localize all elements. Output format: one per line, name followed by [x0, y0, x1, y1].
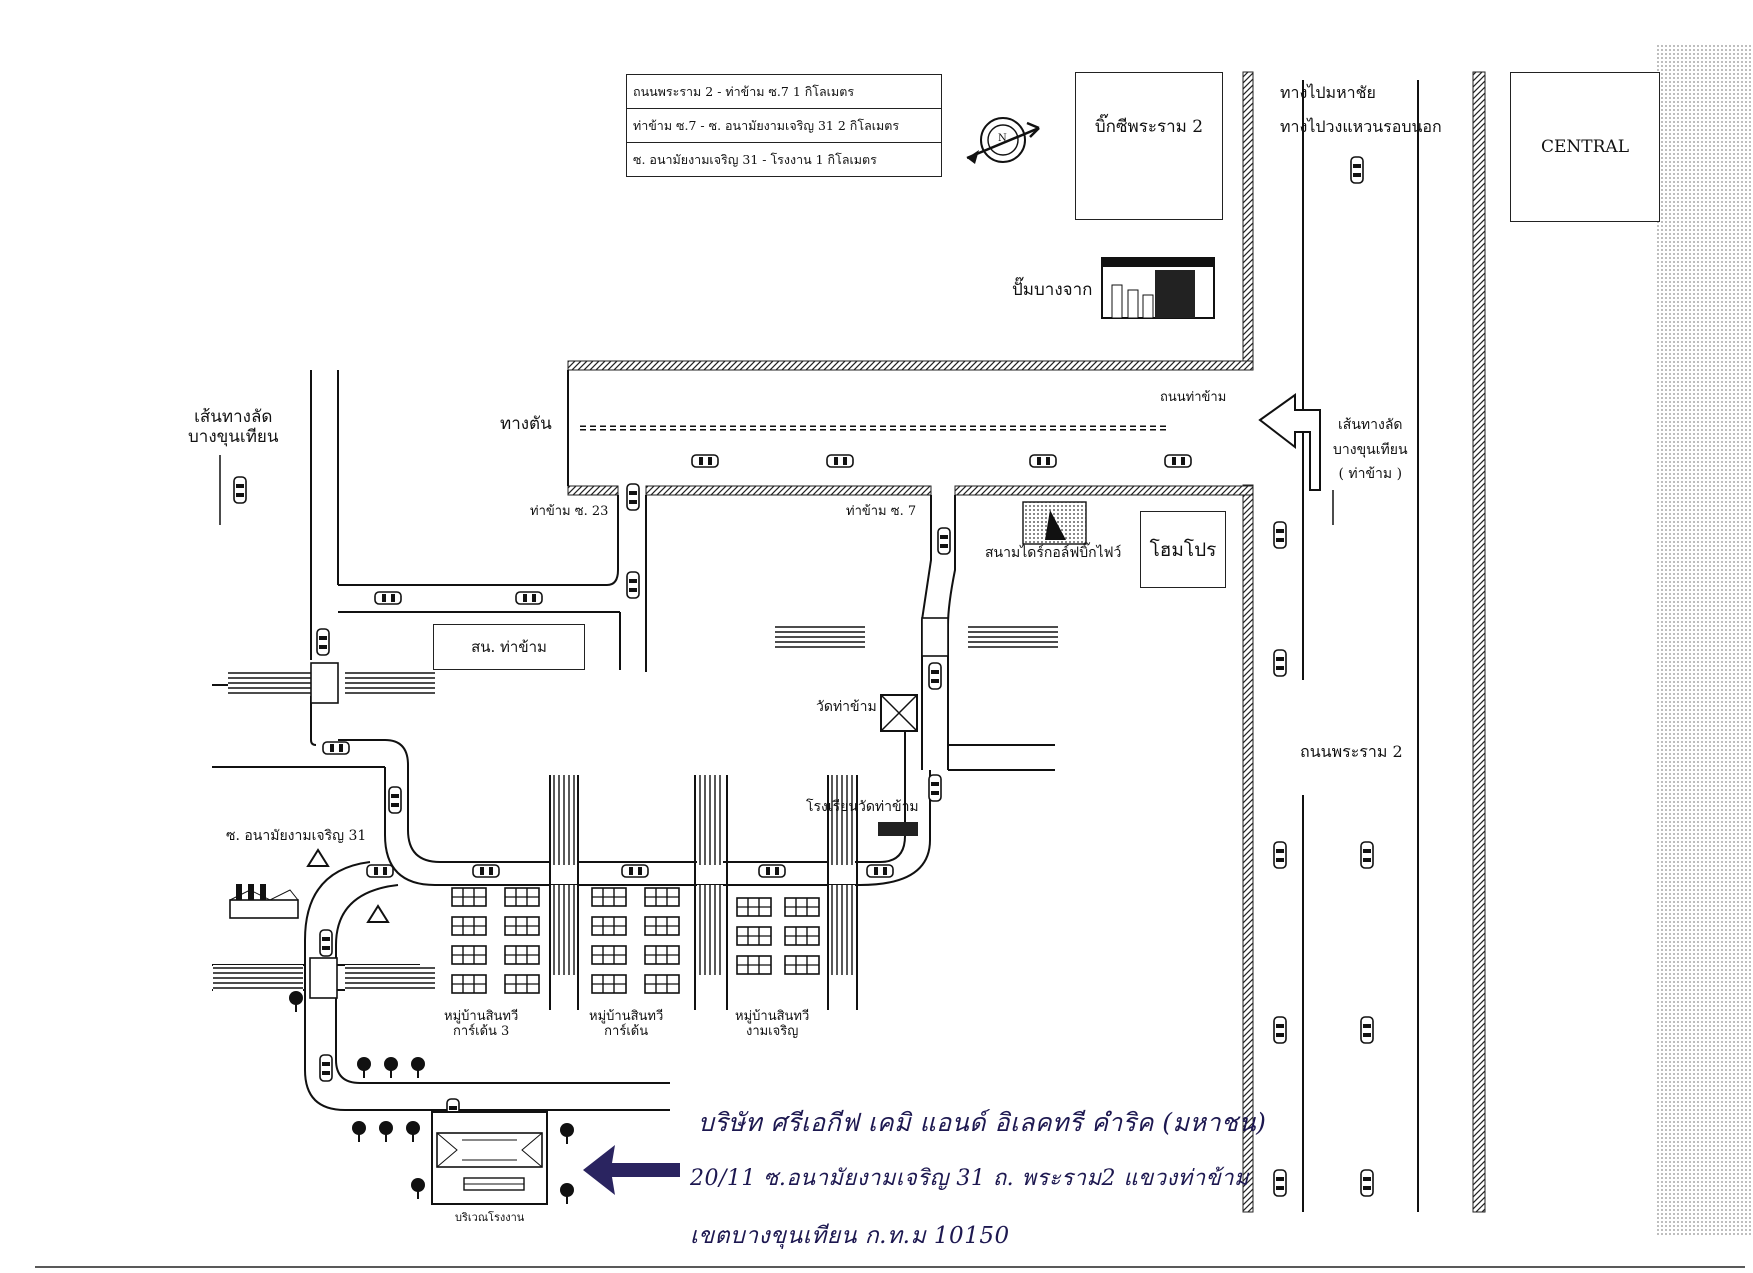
temple-label: วัดท่าข้าม: [816, 699, 877, 715]
distance-row: ซ. อนามัยงามเจริญ 31 - โรงงาน 1 กิโลเมตร: [626, 142, 942, 177]
bigc-label: บิ๊กซีพระราม 2: [1094, 117, 1204, 137]
village1-label: หมู่บ้านสินทวี การ์เด้น 3: [444, 1009, 519, 1039]
village3-label: หมู่บ้านสินทวี งามเจริญ: [735, 1009, 810, 1039]
central-box: CENTRAL: [1510, 72, 1660, 222]
school-label: โรงเรียนวัดท่าข้าม: [806, 799, 919, 815]
shortcut-right-label: เส้นทางลัด บางขุนเทียน ( ท่าข้าม ): [1333, 417, 1408, 482]
school-icon: [878, 822, 918, 836]
gas-station-icon: [1101, 257, 1215, 319]
police-label: สน. ท่าข้าม: [471, 638, 547, 656]
turn-arrow-icon: [1258, 393, 1321, 491]
distance-row: ถนนพระราม 2 - ท่าข้าม ซ.7 1 กิโลเมตร: [626, 74, 942, 109]
factory-label: บริเวณโรงงาน: [455, 1211, 525, 1224]
to-mahachai-label: ทางไปมหาชัย: [1280, 83, 1376, 102]
handwritten-address: 20/11 ซ.อนามัยงามเจริญ 31 ถ. พระราม2 แขว…: [690, 1166, 1250, 1191]
to-ring-road-label: ทางไปวงแหวนรอบนอก: [1280, 117, 1442, 136]
crosswalks: [212, 617, 1059, 999]
dead-end-label: ทางตัน: [500, 414, 552, 434]
bigc-box: บิ๊กซีพระราม 2: [1075, 72, 1223, 220]
local-roads: [212, 370, 1055, 1111]
handwritten-company: บริษัท ศรีเอกีฟ เคมิ แอนด์ อิเลคทรี คำริ…: [698, 1108, 1267, 1137]
distance-table: ถนนพระราม 2 - ท่าข้าม ซ.7 1 กิโลเมตร ท่า…: [626, 74, 942, 177]
homepro-label: โฮมโปร: [1149, 538, 1217, 561]
factory-compound: [431, 1111, 548, 1205]
tha-kham-road: [567, 360, 1254, 496]
homepro-box: โฮมโปร: [1140, 511, 1226, 588]
compass-letter: N: [998, 133, 1007, 144]
distance-row: ท่าข้าม ซ.7 - ซ. อนามัยงามเจริญ 31 2 กิโ…: [626, 108, 942, 143]
tha-kham-road-label: ถนนท่าข้าม: [1160, 390, 1227, 405]
soi-7-label: ท่าข้าม ซ. 7: [846, 504, 917, 519]
golf-icon: [1022, 501, 1087, 545]
village2-label: หมู่บ้านสินทวี การ์เด้น: [589, 1009, 664, 1039]
shortcut-left-label: เส้นทางลัด บางขุนเทียน: [188, 407, 279, 447]
landmark-icon: [306, 848, 390, 923]
soi-anamai-label: ซ. อนามัยงามเจริญ 31: [226, 828, 367, 844]
rama2-label: ถนนพระราม 2: [1300, 742, 1403, 761]
compass-icon: [966, 117, 1040, 164]
golf-label: สนามไดร์กอล์ฟบิ๊กไฟว์: [985, 545, 1122, 561]
temple-icon: [880, 694, 918, 732]
central-label: CENTRAL: [1541, 137, 1629, 157]
village-houses: [451, 887, 820, 994]
rama2-highway: [1242, 71, 1486, 1213]
police-box: สน. ท่าข้าม: [433, 624, 585, 670]
factory-icon: [229, 884, 299, 919]
gas-station-label: ปั๊มบางจาก: [1012, 280, 1093, 300]
scan-noise: [1655, 45, 1753, 1235]
handwritten-district: เขตบางขุนเทียน ก.ท.ม 10150: [690, 1223, 1010, 1249]
factory-arrow-icon: [583, 1145, 680, 1195]
soi-23-label: ท่าข้าม ซ. 23: [530, 504, 609, 519]
